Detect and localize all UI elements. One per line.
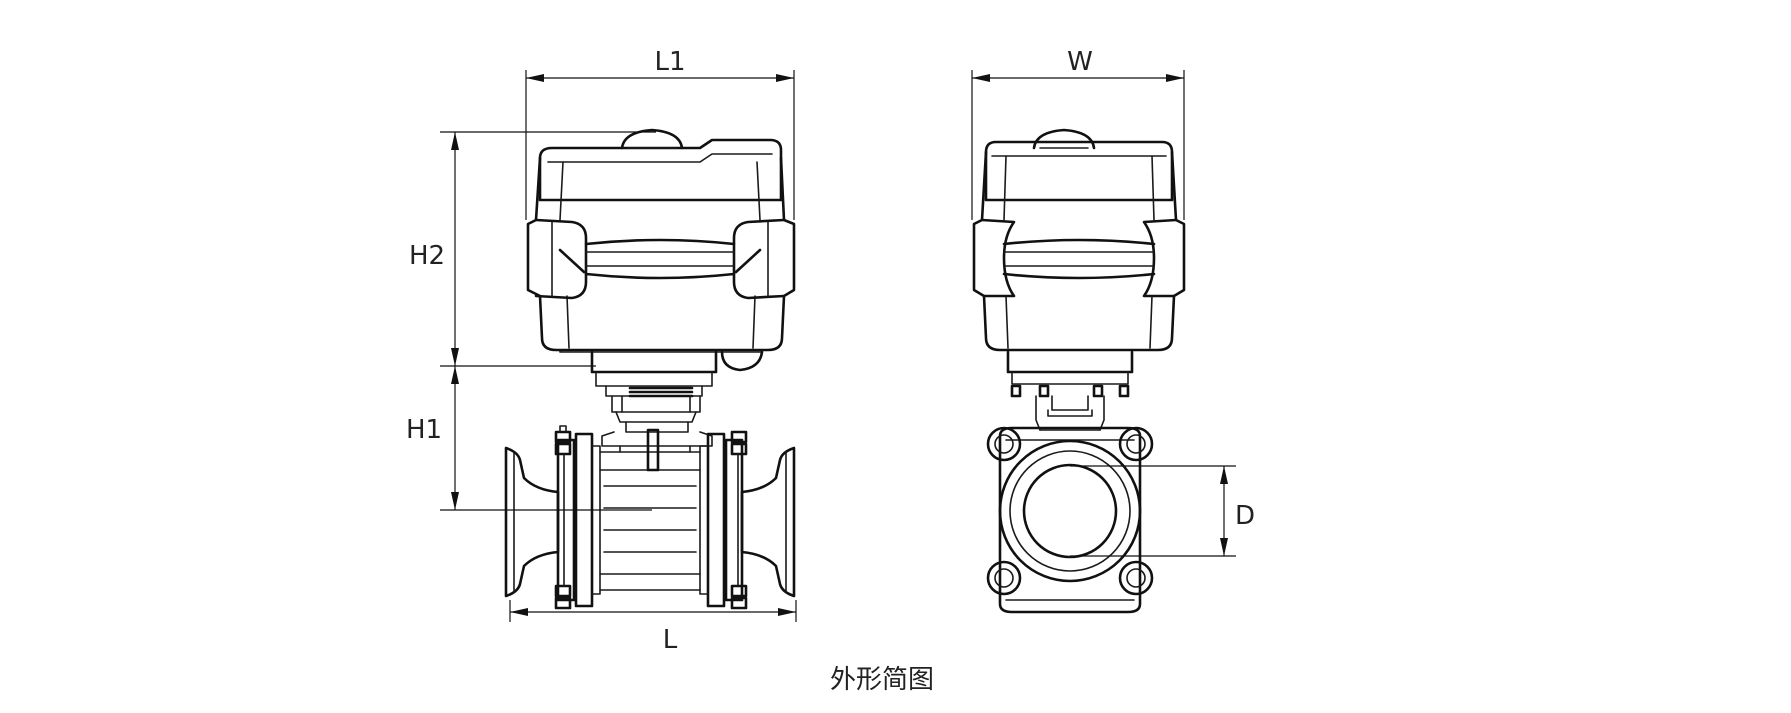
front-view bbox=[504, 128, 796, 610]
side-valve-body bbox=[986, 426, 1154, 614]
front-actuator bbox=[526, 128, 796, 353]
side-mount bbox=[1006, 350, 1134, 431]
dimension-lines bbox=[440, 70, 1236, 622]
front-valve-body bbox=[504, 425, 796, 610]
dim-label-d: D bbox=[1235, 501, 1255, 531]
dim-label-h1: H1 bbox=[406, 415, 442, 445]
dim-label-w: W bbox=[1067, 47, 1093, 77]
side-actuator bbox=[972, 128, 1186, 352]
side-view bbox=[972, 128, 1186, 614]
drawing-caption: 外形简图 bbox=[830, 665, 934, 695]
dim-label-h2: H2 bbox=[409, 241, 445, 271]
dim-label-l: L bbox=[663, 625, 678, 655]
dim-label-l1: L1 bbox=[654, 47, 685, 77]
